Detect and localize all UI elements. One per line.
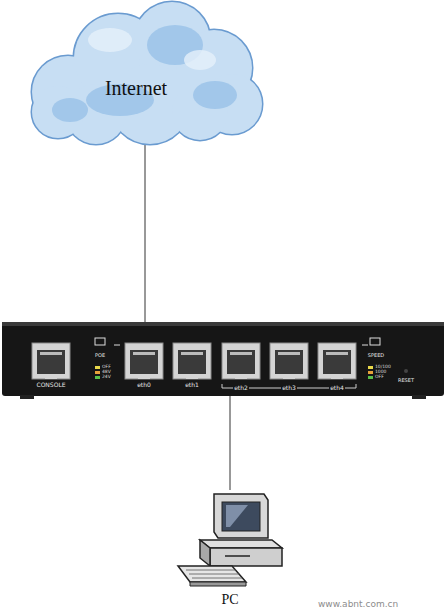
watermark: www.abnt.com.cn	[318, 600, 398, 609]
led-label: OFF	[102, 365, 111, 370]
port-name: CONSOLE	[35, 382, 66, 388]
led-group-name: POE	[94, 353, 106, 358]
led-label: 10/100	[375, 365, 391, 370]
cloud-shape	[32, 2, 262, 144]
port-name: eth3	[281, 385, 297, 391]
led-label: 48V	[102, 370, 111, 375]
router-illustration	[2, 322, 444, 399]
led-label: OFF	[375, 375, 384, 380]
pc-node: PC	[170, 490, 290, 612]
port-name: eth1	[184, 382, 200, 388]
led-label: 1000	[375, 370, 386, 375]
cloud-label: Internet	[105, 78, 167, 98]
port-name: eth4	[329, 385, 345, 391]
router-node: CONSOLE eth0 eth1 eth2 eth3 eth4 POE SPEED RESET	[2, 322, 444, 396]
led-group-name: SPEED	[367, 353, 385, 358]
node-label: PC	[221, 593, 238, 607]
led-label: 24V	[102, 375, 111, 380]
pc-illustration	[178, 494, 282, 586]
port-name: eth0	[136, 382, 152, 388]
network-cable	[230, 396, 231, 490]
port-name: eth2	[233, 385, 249, 391]
button-name: RESET	[397, 378, 415, 383]
cloud-node: Internet	[25, 0, 265, 145]
network-cable	[145, 145, 146, 322]
